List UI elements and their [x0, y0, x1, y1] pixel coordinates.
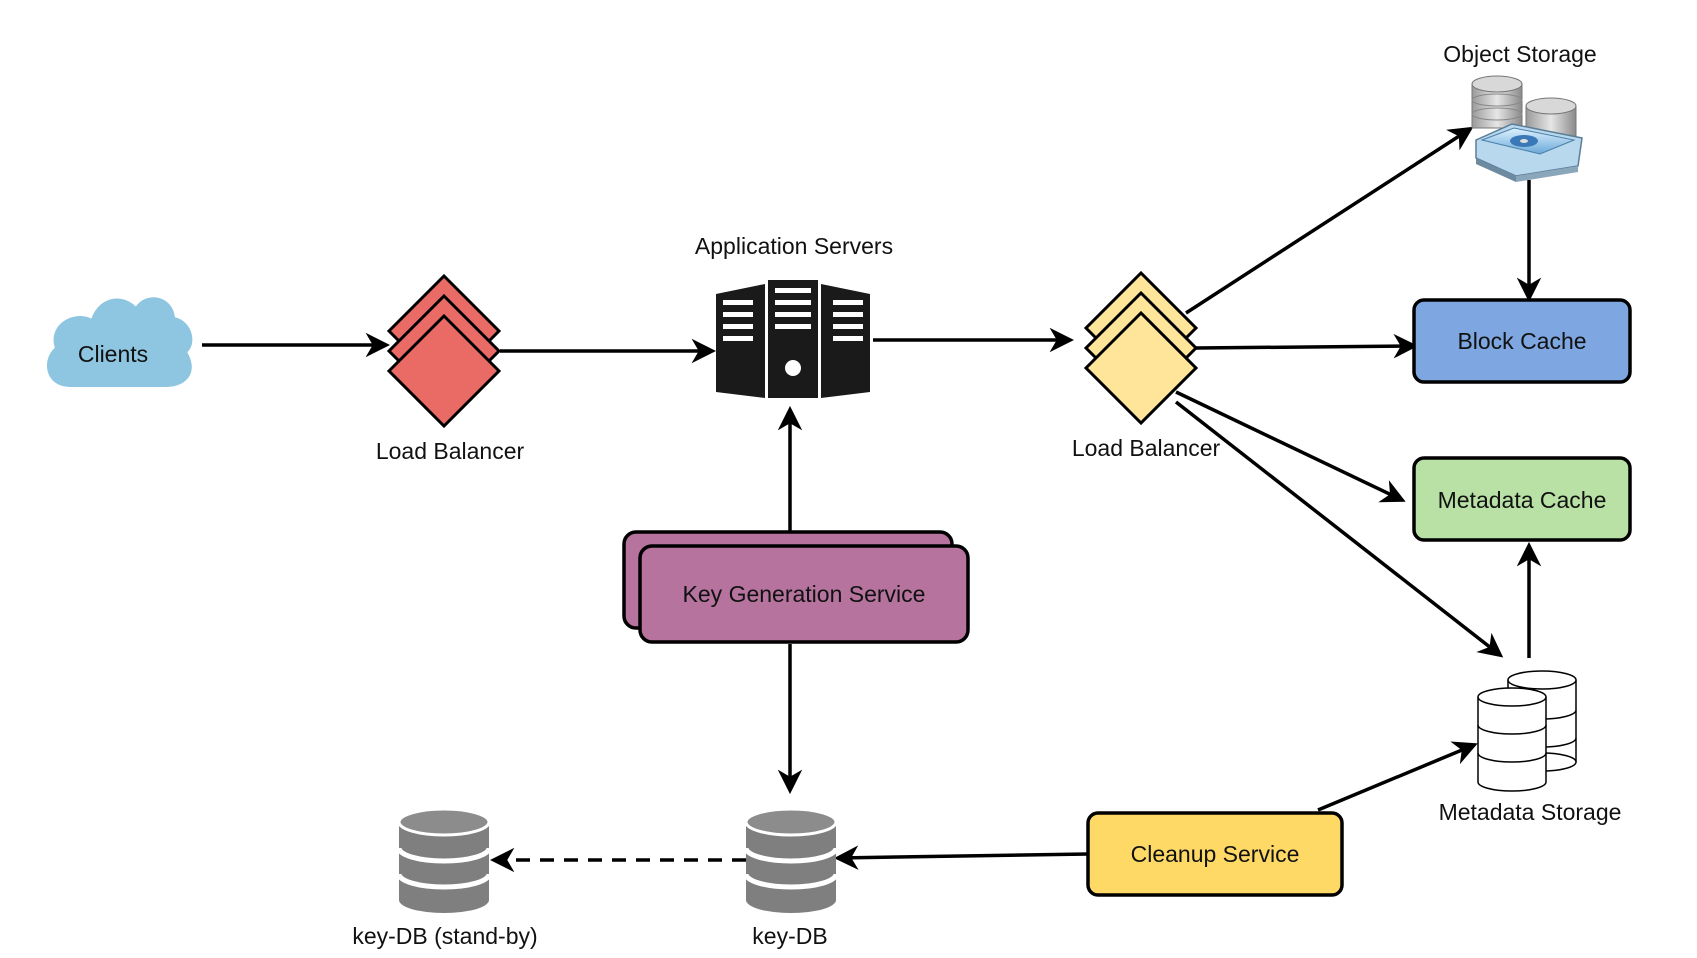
cleanup-service[interactable]: Cleanup Service	[1086, 811, 1344, 897]
application-servers[interactable]: Application Servers	[695, 233, 893, 398]
storage-disks-icon	[1471, 75, 1583, 182]
edge-lb-right-to-block-cache	[1195, 333, 1419, 359]
key-generation-service-label: Key Generation Service	[683, 581, 926, 607]
load-balancer-left[interactable]: Load Balancer	[376, 273, 525, 464]
object-storage[interactable]: Object Storage	[1443, 41, 1597, 182]
server-rack-icon	[716, 280, 870, 398]
edges	[202, 126, 1542, 873]
key-generation-service[interactable]: Key Generation Service	[622, 530, 970, 644]
cloud-icon	[47, 297, 193, 387]
cleanup-service-label: Cleanup Service	[1131, 841, 1300, 867]
metadata-storage-label: Metadata Storage	[1439, 799, 1622, 825]
edge-lb-right-to-metadata-cache	[1175, 390, 1406, 503]
key-db-standby[interactable]: key-DB (stand-by)	[352, 807, 538, 949]
edge-cleanup-to-key-db	[833, 845, 1089, 870]
clients-label: Clients	[78, 341, 148, 367]
load-balancer-right[interactable]: Load Balancer	[1072, 270, 1221, 461]
database-icon	[1477, 670, 1577, 792]
database-icon	[743, 807, 839, 913]
application-servers-label: Application Servers	[695, 233, 893, 259]
load-balancer-right-label: Load Balancer	[1072, 435, 1221, 461]
metadata-cache-label: Metadata Cache	[1438, 487, 1607, 513]
key-db[interactable]: key-DB	[743, 807, 839, 949]
object-storage-label: Object Storage	[1443, 41, 1596, 67]
block-cache[interactable]: Block Cache	[1412, 298, 1632, 384]
edge-lb-right-to-object-storage	[1185, 126, 1474, 315]
metadata-cache[interactable]: Metadata Cache	[1412, 456, 1632, 542]
load-balancer-icon	[1083, 270, 1199, 426]
edge-cleanup-to-metadata-storage	[1317, 741, 1478, 812]
load-balancer-icon	[386, 273, 502, 429]
load-balancer-left-label: Load Balancer	[376, 438, 525, 464]
edge-lb-right-to-metadata-storage	[1174, 400, 1504, 658]
metadata-storage[interactable]: Metadata Storage	[1439, 670, 1622, 825]
key-db-label: key-DB	[752, 923, 827, 949]
block-cache-label: Block Cache	[1457, 328, 1586, 354]
key-db-standby-label: key-DB (stand-by)	[352, 923, 537, 949]
clients-node[interactable]: Clients	[47, 297, 193, 387]
database-icon	[396, 807, 492, 913]
